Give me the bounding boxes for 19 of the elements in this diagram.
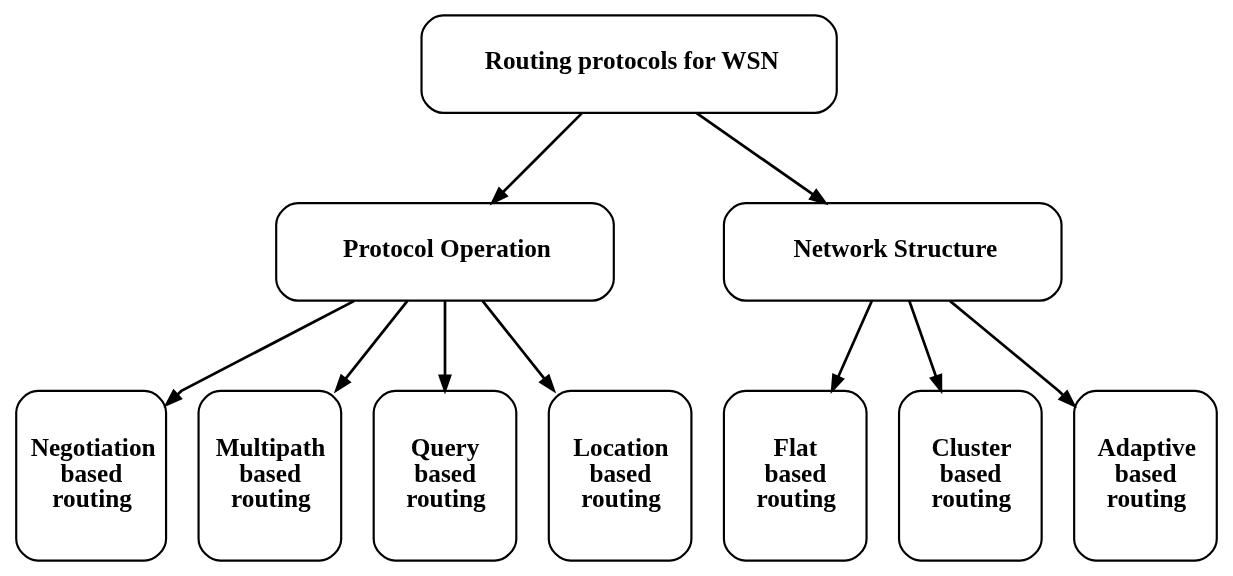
node-box: Adaptive based routing [1073, 389, 1218, 562]
node-box: Cluster based routing [897, 389, 1043, 562]
node-box: Negotiation based routing [15, 389, 168, 562]
arrow [908, 300, 943, 395]
arrow [333, 300, 409, 394]
arrow [163, 299, 355, 408]
arrow [830, 300, 874, 395]
node-box: Flat based routing [722, 389, 868, 562]
arrow [949, 299, 1077, 409]
node-box: Location based routing [547, 389, 693, 562]
node-box: Query based routing [372, 389, 518, 562]
arrow [695, 111, 829, 206]
arrow [481, 300, 557, 394]
node-box: Routing protocols for WSN [420, 14, 838, 114]
arrow [489, 111, 584, 206]
arrow [438, 300, 452, 395]
node-box: Multipath based routing [197, 389, 343, 562]
node-box: Protocol Operation [275, 202, 615, 302]
node-box: Network Structure [722, 202, 1063, 302]
